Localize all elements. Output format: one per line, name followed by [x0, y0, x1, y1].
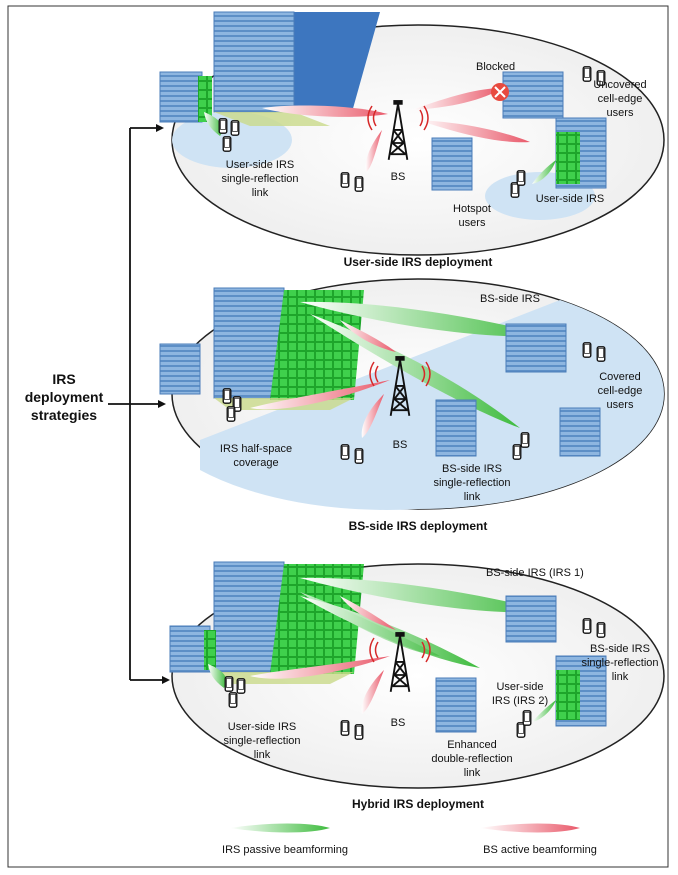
- hybrid-bs-irs-link-label-2: single-reflection: [581, 657, 658, 669]
- bs-irs-link-label-3: link: [464, 491, 481, 503]
- double-link-label-3: link: [464, 767, 481, 779]
- bs-label-3: BS: [391, 717, 406, 729]
- bs-irs1-label: BS-side IRS (IRS 1): [486, 567, 584, 579]
- half-space-label-2: coverage: [233, 457, 278, 469]
- panel-1-caption: User-side IRS deployment: [344, 255, 493, 269]
- user-irs-label: User-side IRS: [536, 193, 604, 205]
- bs-irs-link-label-1: BS-side IRS: [442, 463, 502, 475]
- user-irs2-label-2: IRS (IRS 2): [492, 695, 548, 707]
- covered-label-1: Covered: [599, 371, 641, 383]
- panel-user-side: Blocked Uncovered cell-edge users User-s…: [159, 11, 665, 269]
- hybrid-bs-irs-link-label-1: BS-side IRS: [590, 643, 650, 655]
- legend-active-label: BS active beamforming: [483, 844, 597, 856]
- panel-hybrid: BS-side IRS (IRS 1) BS-side IRS single-r…: [169, 561, 665, 811]
- hotspot-label-2: users: [459, 217, 486, 229]
- user-irs-link-label-1: User-side IRS: [226, 159, 294, 171]
- legend-passive-swatch: [230, 823, 330, 833]
- panel-bs-side: BS-side IRS Covered cell-edge users IRS …: [159, 278, 665, 533]
- hybrid-bs-irs-link-label-3: link: [612, 671, 629, 683]
- hybrid-user-irs-link-label-1: User-side IRS: [228, 721, 296, 733]
- double-link-label-1: Enhanced: [447, 739, 497, 751]
- user-irs2-label-1: User-side: [496, 681, 543, 693]
- user-irs-link-label-2: single-reflection: [221, 173, 298, 185]
- uncovered-label-1: Uncovered: [593, 79, 646, 91]
- covered-label-3: users: [607, 399, 634, 411]
- figure-border: [7, 5, 669, 868]
- covered-label-2: cell-edge: [598, 385, 643, 397]
- panel-2-caption: BS-side IRS deployment: [349, 519, 488, 533]
- uncovered-label-2: cell-edge: [598, 93, 643, 105]
- strategy-bracket: IRS deployment strategies: [25, 124, 170, 684]
- strategies-label-3: strategies: [31, 407, 97, 423]
- bs-label-1: BS: [391, 171, 406, 183]
- strategies-label-2: deployment: [25, 389, 104, 405]
- blocked-label: Blocked: [476, 61, 515, 73]
- hotspot-label-1: Hotspot: [453, 203, 491, 215]
- half-space-label-1: IRS half-space: [220, 443, 292, 455]
- uncovered-label-3: users: [607, 107, 634, 119]
- strategies-label-1: IRS: [52, 371, 75, 387]
- bs-irs-label: BS-side IRS: [480, 293, 540, 305]
- legend: IRS passive beamforming BS active beamfo…: [222, 823, 597, 856]
- hybrid-user-irs-link-label-3: link: [254, 749, 271, 761]
- bs-irs-link-label-2: single-reflection: [433, 477, 510, 489]
- hybrid-user-irs-link-label-2: single-reflection: [223, 735, 300, 747]
- panel-3-caption: Hybrid IRS deployment: [352, 797, 484, 811]
- legend-passive-label: IRS passive beamforming: [222, 844, 348, 856]
- double-link-label-2: double-reflection: [431, 753, 512, 765]
- bs-label-2: BS: [393, 439, 408, 451]
- legend-active-swatch: [480, 823, 580, 833]
- user-irs-link-label-3: link: [252, 187, 269, 199]
